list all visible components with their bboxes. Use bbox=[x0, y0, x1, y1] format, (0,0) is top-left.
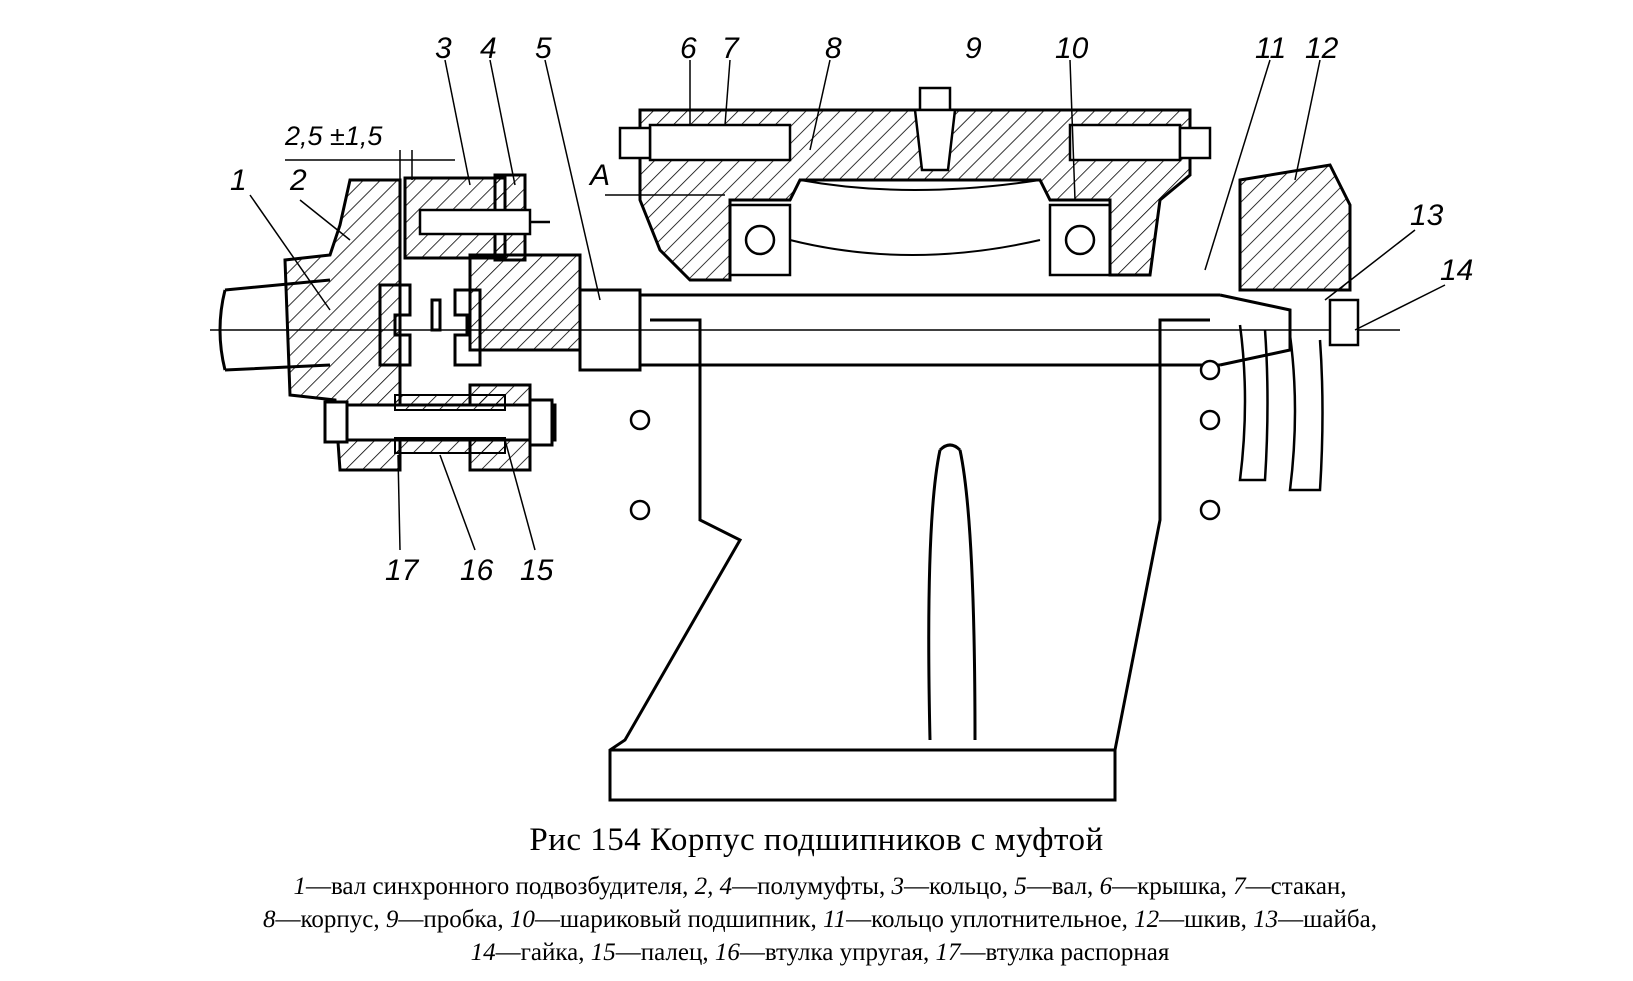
legend-text: —кольцо уплотнительное, bbox=[846, 906, 1135, 933]
callout-7: 7 bbox=[722, 32, 740, 65]
figure-legend: 1—вал синхронного подвозбудителя, 2, 4—п… bbox=[40, 870, 1600, 969]
callout-9: 9 bbox=[965, 32, 982, 65]
callout-12: 12 bbox=[1305, 32, 1339, 65]
legend-text: —вал, bbox=[1026, 873, 1100, 900]
figure-title: Рис 154 Корпус подшипников с муфтой bbox=[529, 822, 1104, 858]
legend-text: —шкив, bbox=[1159, 906, 1254, 933]
callout-5: 5 bbox=[535, 32, 552, 65]
callout-13: 13 bbox=[1410, 199, 1444, 232]
callout-3: 3 bbox=[435, 32, 452, 65]
pedestal bbox=[608, 318, 1210, 802]
plug bbox=[913, 86, 957, 172]
legend-num: 12 bbox=[1134, 906, 1160, 933]
pin-assembly bbox=[323, 394, 557, 454]
callout-8: 8 bbox=[825, 32, 842, 65]
callout-11: 11 bbox=[1255, 32, 1286, 65]
legend-text: —корпус, bbox=[275, 906, 386, 933]
leader-lines bbox=[249, 59, 1446, 551]
legend-text: —втулка упругая, bbox=[739, 939, 936, 966]
legend-row-1: 1—вал синхронного подвозбудителя, 2, 4—п… bbox=[40, 870, 1600, 903]
legend-num: 11 bbox=[822, 906, 847, 933]
legend-num: 15 bbox=[590, 939, 616, 966]
callout-6: 6 bbox=[680, 32, 697, 65]
legend-num: 6 bbox=[1099, 873, 1113, 900]
legend-num: 3 bbox=[891, 873, 904, 900]
section-mark: A bbox=[588, 159, 610, 192]
legend-num: 1 bbox=[293, 873, 306, 900]
legend-text: —палец, bbox=[615, 939, 715, 966]
callout-16: 16 bbox=[460, 554, 494, 587]
legend-num: 13 bbox=[1253, 906, 1279, 933]
legend-text: —шариковый подшипник, bbox=[534, 906, 823, 933]
half-coupling-left bbox=[283, 178, 402, 472]
legend-text: —шайба, bbox=[1278, 906, 1377, 933]
callout-4: 4 bbox=[480, 32, 497, 65]
callout-1: 1 bbox=[230, 164, 247, 197]
legend-text: —пробка, bbox=[398, 906, 510, 933]
callout-15: 15 bbox=[520, 554, 554, 587]
legend-text: —втулка распорная bbox=[960, 939, 1170, 966]
legend-num: 17 bbox=[935, 939, 961, 966]
legend-text: —вал синхронного подвозбудителя, bbox=[305, 873, 695, 900]
legend-num: 8 bbox=[263, 906, 276, 933]
coupling-claws bbox=[378, 283, 482, 367]
legend-row-3: 14—гайка, 15—палец, 16—втулка упругая, 1… bbox=[40, 936, 1600, 969]
legend-text: —стакан, bbox=[1245, 873, 1347, 900]
legend-num: 7 bbox=[1233, 873, 1246, 900]
callout-10: 10 bbox=[1055, 32, 1089, 65]
legend-row-2: 8—корпус, 9—пробка, 10—шариковый подшипн… bbox=[40, 903, 1600, 936]
pulley bbox=[1238, 163, 1360, 492]
legend-num: 14 bbox=[470, 939, 496, 966]
legend-text: —гайка, bbox=[495, 939, 591, 966]
legend-num: 2, 4 bbox=[694, 873, 733, 900]
callout-17: 17 bbox=[385, 554, 420, 587]
shaft bbox=[578, 288, 1292, 372]
dimension-label: 2,5 ±1,5 bbox=[284, 121, 383, 151]
legend-text: —полумуфты, bbox=[732, 873, 892, 900]
callout-2: 2 bbox=[289, 164, 307, 197]
legend-num: 16 bbox=[714, 939, 740, 966]
callout-labels: 1 2 3 4 5 6 7 8 9 10 11 12 13 14 15 16 1… bbox=[230, 32, 1473, 587]
legend-num: 10 bbox=[509, 906, 535, 933]
legend-num: 9 bbox=[385, 906, 399, 933]
callout-14: 14 bbox=[1440, 254, 1473, 287]
assembly-drawing: 1 2 3 4 5 6 7 8 9 10 11 12 13 14 15 16 1… bbox=[210, 32, 1473, 802]
housing bbox=[618, 108, 1212, 282]
legend-text: —кольцо, bbox=[903, 873, 1015, 900]
ball-bearings bbox=[728, 203, 1112, 277]
legend-num: 5 bbox=[1014, 873, 1027, 900]
flange-bolts bbox=[629, 359, 1221, 521]
legend-text: —крышка, bbox=[1112, 873, 1234, 900]
